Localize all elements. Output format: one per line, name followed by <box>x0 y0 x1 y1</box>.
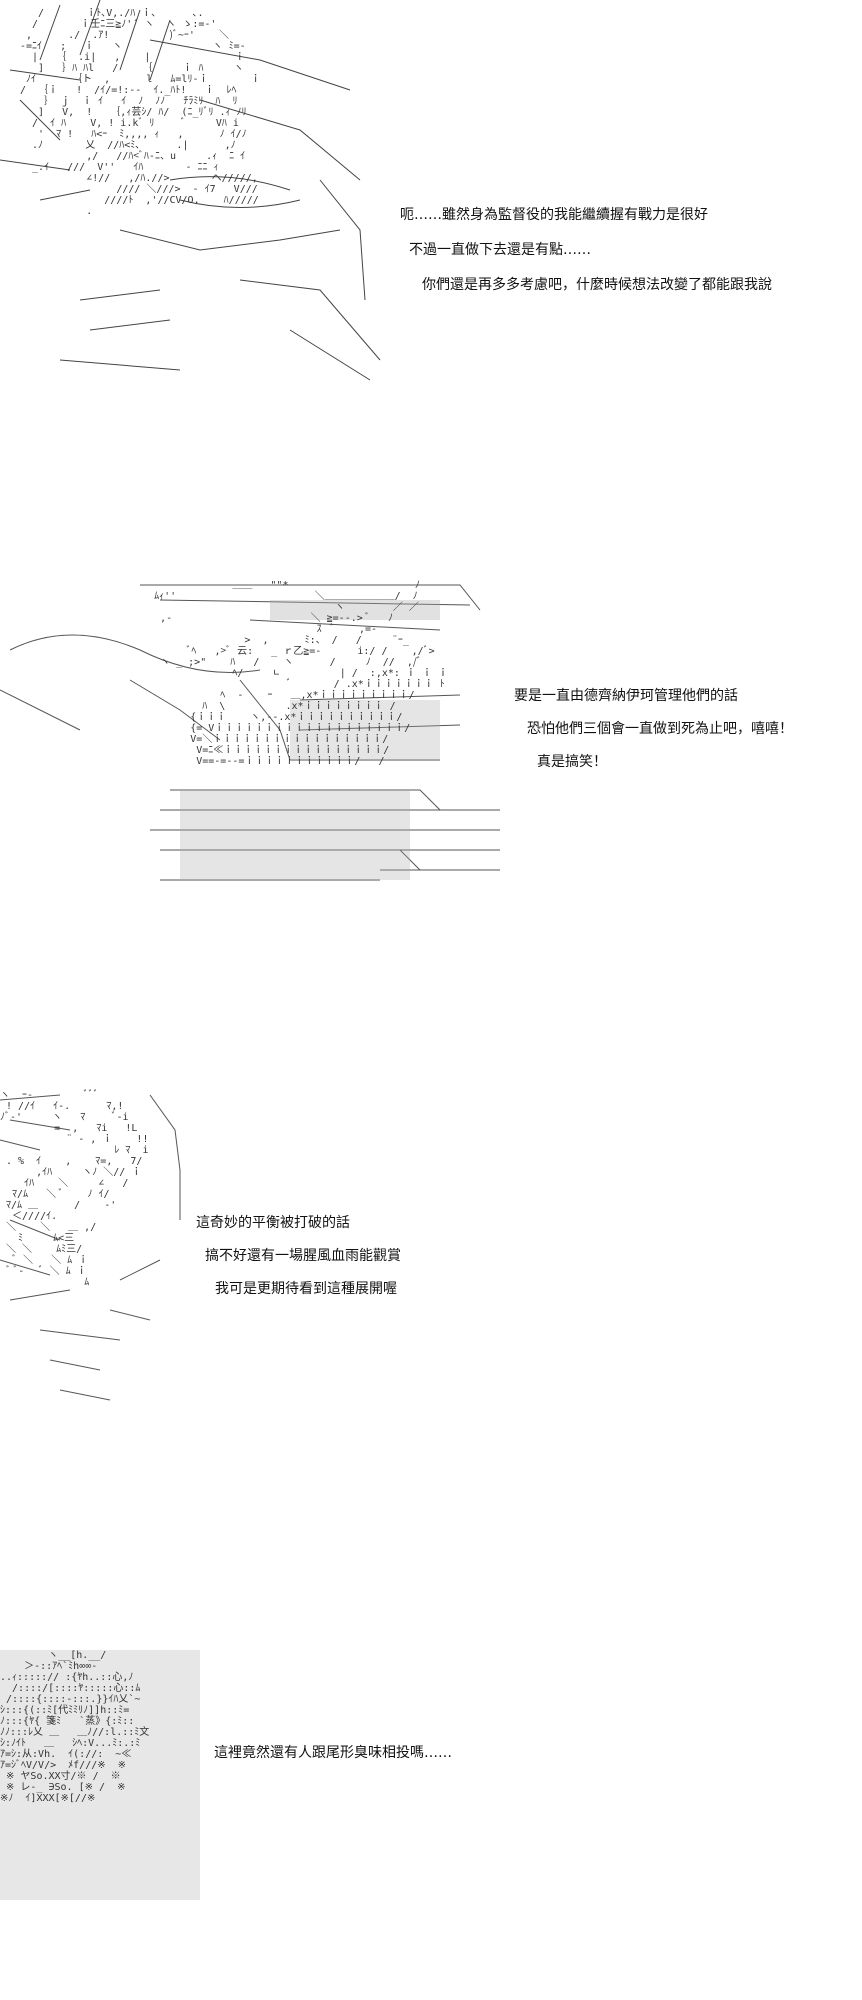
ascii-art-character-4: ヽ__[h.__/ ＞-::ｱﾍ`ﾐh∞∞- ..ｨ:::::// :{ﾔh..… <box>0 1620 220 1920</box>
ascii-art-character-2: ＿＿ ""* ﾉ ﾑｨ'' ＼＿＿＿＿＿＿＿/ ﾉ ヽ ／ ／ ,- ＼ ≧=-… <box>0 560 500 900</box>
dialogue-line: 恐怕他們三個會一直做到死為止吧，嘻嘻！ <box>527 721 793 737</box>
dialogue-line: 這奇妙的平衡被打破的話 <box>196 1215 350 1231</box>
panel-3: ヽ ｰ- ﾞﾞﾞ ! //ｲ ｲ-. ﾏ,! ﾉﾞ-' ヽ ﾏ ﾞ-i = , … <box>0 1090 862 1420</box>
dialogue-line: 我可是更期待看到這種展開喔 <box>215 1281 397 1297</box>
panel-4: ヽ__[h.__/ ＞-::ｱﾍ`ﾐh∞∞- ..ｨ:::::// :{ﾔh..… <box>0 1620 862 1920</box>
dialogue-line: 要是一直由德齊納伊珂管理他們的話 <box>514 688 738 704</box>
ascii-art-sketch-1 <box>0 0 381 381</box>
dialogue-line: 真是搞笑！ <box>537 754 607 770</box>
ascii-art-character-1: / ｉﾄ､V,./ﾊ ｉ､ ､. / ｉ壬ﾆ三≧ﾉ'´ ヽ ヽ ゝ:=-' , … <box>0 0 400 400</box>
dialogue-line: 呃……雖然身為監督役的我能繼續握有戰力是很好 <box>400 207 708 223</box>
ascii-art-character-3: ヽ ｰ- ﾞﾞﾞ ! //ｲ ｲ-. ﾏ,! ﾉﾞ-' ヽ ﾏ ﾞ-i = , … <box>0 1090 220 1420</box>
panel-1: / ｉﾄ､V,./ﾊ ｉ､ ､. / ｉ壬ﾆ三≧ﾉ'´ ヽ ヽ ゝ:=-' , … <box>0 0 862 400</box>
ascii-art-sketch-3 <box>0 1094 181 1401</box>
dialogue-line: 搞不好還有一場腥風血雨能觀賞 <box>205 1248 401 1264</box>
dialogue-line: 你們還是再多多考慮吧，什麼時候想法改變了都能跟我說 <box>422 277 772 293</box>
panel-2: ＿＿ ""* ﾉ ﾑｨ'' ＼＿＿＿＿＿＿＿/ ﾉ ヽ ／ ／ ,- ＼ ≧=-… <box>0 560 862 900</box>
ascii-art-sketch-4 <box>0 1650 200 1900</box>
dialogue-line: 不過一直做下去還是有點…… <box>409 242 591 258</box>
dialogue-line: 這裡竟然還有人跟尾形臭味相投嗎…… <box>214 1745 452 1761</box>
ascii-art-sketch-2 <box>0 584 500 881</box>
